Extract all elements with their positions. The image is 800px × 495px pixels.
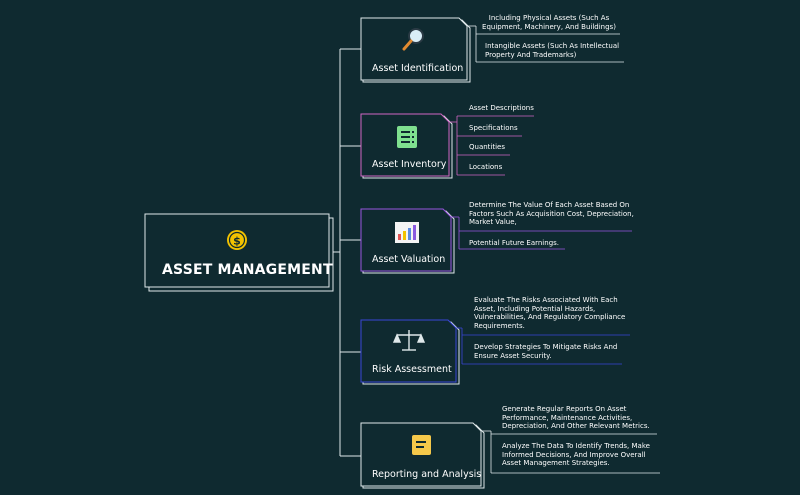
report-document-icon (412, 435, 431, 455)
magnifier-icon (402, 28, 424, 51)
branch-label-asset-inventory: Asset Inventory (372, 159, 447, 170)
leaf-physical-assets: Including Physical Assets (Such As Equip… (482, 14, 616, 31)
bar-chart-icon (395, 222, 419, 243)
leaf-analyze-data: Analyze The Data To Identify Trends, Mak… (502, 442, 650, 468)
leaf-intangible-assets: Intangible Assets (Such As Intellectual … (485, 42, 620, 59)
branch-label-asset-identification: Asset Identification (372, 63, 464, 74)
dollar-coin-icon: $ (227, 230, 247, 250)
balance-scale-icon (392, 330, 426, 351)
root-title: ASSET MANAGEMENT (162, 262, 333, 278)
leaf-future-earnings: Potential Future Earnings. (469, 239, 560, 247)
leaf-generate-reports: Generate Regular Reports On Asset Perfor… (502, 405, 650, 431)
svg-text:$: $ (233, 235, 241, 248)
leaf-evaluate-risks: Evaluate The Risks Associated With Each … (474, 296, 626, 330)
branch-label-asset-valuation: Asset Valuation (372, 254, 446, 265)
branch-box-risk-assessment (360, 319, 460, 385)
leaf-quantities: Quantities (469, 143, 506, 151)
branch-box-asset-identification (360, 17, 471, 83)
branch-label-risk-assessment: Risk Assessment (372, 364, 452, 375)
leaf-locations: Locations (469, 163, 503, 171)
leaf-specifications: Specifications (469, 124, 518, 132)
leaf-mitigate-risks: Develop Strategies To Mitigate Risks And… (474, 343, 618, 360)
leaf-determine-value: Determine The Value Of Each Asset Based … (469, 201, 634, 227)
root-box (144, 213, 334, 292)
branch-label-reporting-and-analysis: Reporting and Analysis (372, 469, 482, 480)
leaf-asset-descriptions: Asset Descriptions (469, 104, 534, 112)
clipboard-list-icon (397, 126, 417, 148)
